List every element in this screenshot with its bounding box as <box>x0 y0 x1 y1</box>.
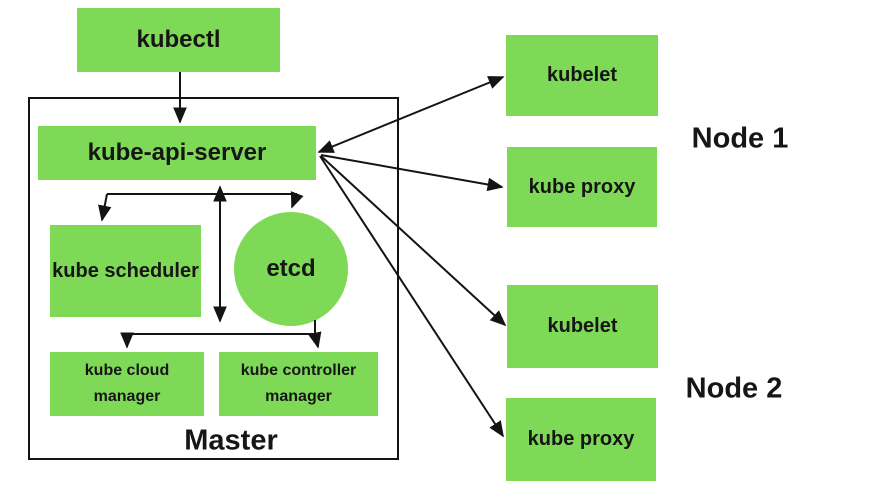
kube-api-server-box: kube-api-server <box>38 126 316 180</box>
node2-kube-proxy-box: kube proxy <box>506 398 656 481</box>
node1-kube-proxy-box: kube proxy <box>507 147 657 227</box>
node2-kubelet-box: kubelet <box>507 285 658 368</box>
master-label: Master <box>184 424 278 457</box>
node1-label: Node 1 <box>691 122 789 155</box>
node1-kubelet-box: kubelet <box>506 35 658 116</box>
kube-scheduler-box: kube scheduler <box>50 225 201 317</box>
kubectl-box: kubectl <box>77 8 280 72</box>
kube-controller-manager-box: kube controller manager <box>219 352 378 416</box>
etcd-circle: etcd <box>234 212 348 326</box>
node2-label: Node 2 <box>685 372 783 405</box>
kube-cloud-manager-box: kube cloud manager <box>50 352 204 416</box>
